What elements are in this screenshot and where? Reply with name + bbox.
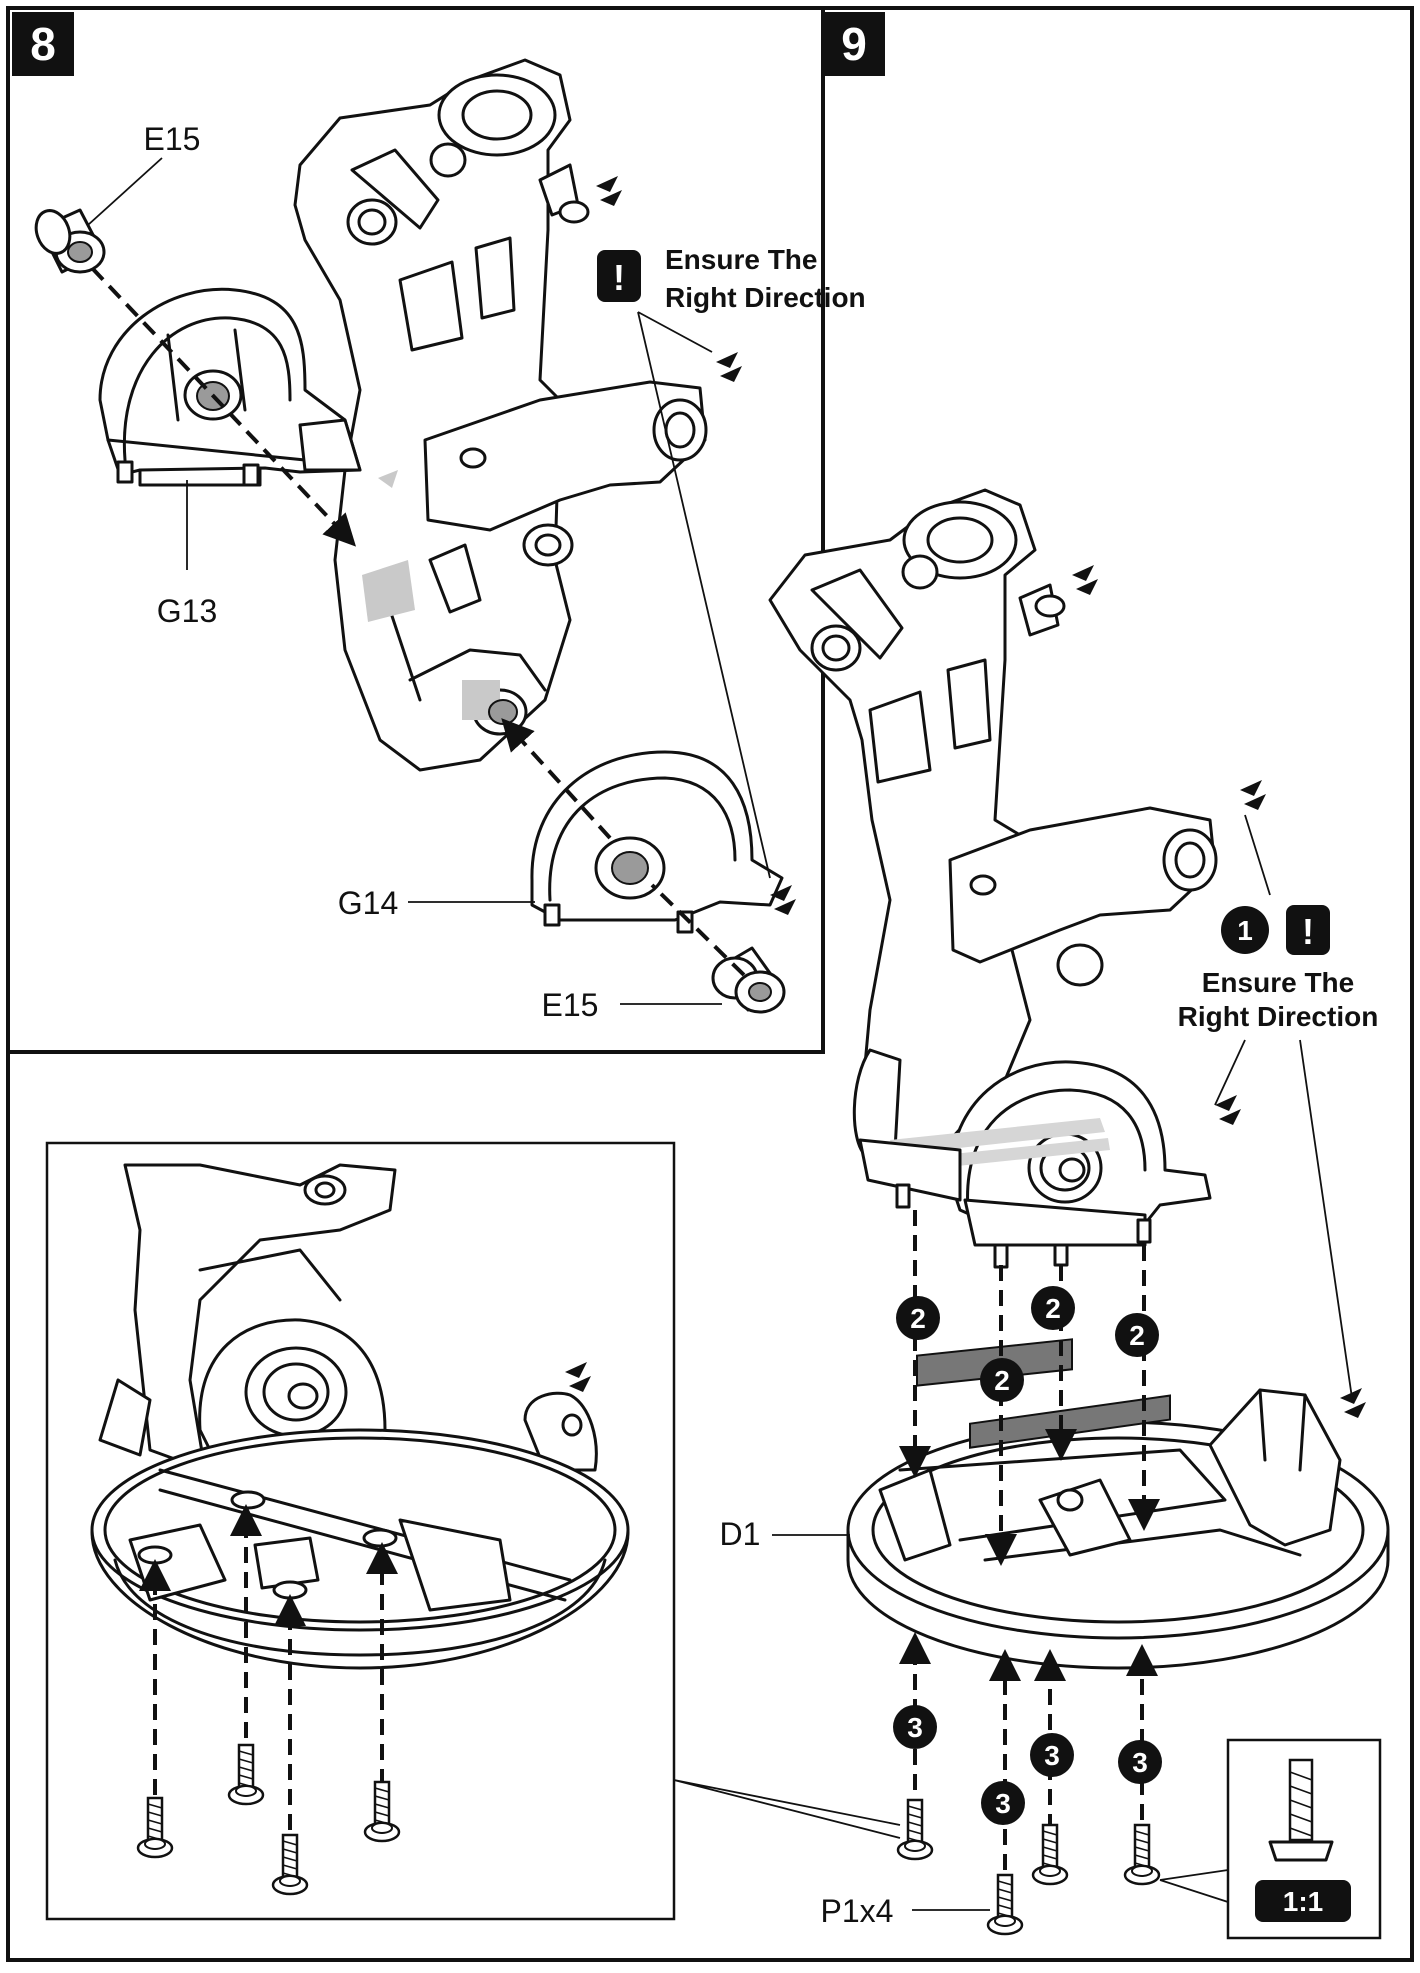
step-8-panel: 8 <box>8 6 866 1054</box>
screw-icon <box>1123 1823 1161 1886</box>
label-p1x4: P1x4 <box>821 1893 894 1929</box>
leader-warning-8 <box>637 311 713 353</box>
detail-inset-underside <box>45 1141 901 1921</box>
alignment-marker-icon <box>1240 780 1266 810</box>
svg-text:2: 2 <box>994 1365 1010 1396</box>
svg-text:2: 2 <box>910 1303 926 1334</box>
screw-icon <box>896 1798 934 1861</box>
alignment-marker-icon <box>1215 1095 1241 1125</box>
label-g13: G13 <box>157 593 217 629</box>
part-e15-top <box>34 208 106 274</box>
arm-housing-step8 <box>293 58 708 772</box>
warning-exclamation-icon <box>597 250 641 302</box>
label-d1: D1 <box>720 1516 761 1552</box>
scale-label: 1:1 <box>1283 1886 1323 1917</box>
leader-e15-top <box>87 157 163 226</box>
sequence-badges-3: 3 3 3 3 <box>893 1705 1162 1825</box>
svg-text:3: 3 <box>1132 1747 1148 1778</box>
svg-text:1: 1 <box>1237 915 1253 946</box>
warning-text-line1: Ensure The <box>665 244 817 275</box>
step-9-badge <box>823 12 885 76</box>
part-g14 <box>530 750 784 934</box>
insertion-path <box>650 883 746 977</box>
alignment-marker-icon <box>596 176 622 206</box>
sequence-badge-1 <box>1221 906 1269 954</box>
warning-text-line1: Ensure The <box>1202 967 1354 998</box>
alignment-marker-icon <box>1340 1388 1366 1418</box>
alignment-marker-icon <box>716 352 742 382</box>
insertion-arrow-icon <box>90 266 357 547</box>
screw-scale-box: 1:1 <box>1159 1738 1382 1940</box>
label-g14: G14 <box>338 885 398 921</box>
step-9-number: 9 <box>841 18 867 70</box>
warning-note-step9: 1 ! Ensure The Right Direction <box>1178 814 1379 1399</box>
screw-icon <box>986 1873 1024 1936</box>
alignment-marker-icon <box>1072 565 1098 595</box>
svg-text:!: ! <box>613 257 625 298</box>
step-8-frame <box>8 6 825 1054</box>
step-8-number: 8 <box>30 18 56 70</box>
sequence-badges-2: 2 2 2 2 <box>896 1286 1159 1402</box>
label-e15-top: E15 <box>144 121 201 157</box>
warning-exclamation-icon <box>1286 905 1330 955</box>
inset-callout-lines <box>673 1779 901 1839</box>
screw-icon <box>1031 1823 1069 1886</box>
step-9-panel: 9 <box>720 12 1390 1940</box>
warning-text-line2: Right Direction <box>1178 1001 1379 1032</box>
part-g13 <box>98 287 362 487</box>
warning-note-step8: ! Ensure The Right Direction <box>597 244 866 313</box>
assembled-arm-step9 <box>768 488 1266 1269</box>
svg-text:3: 3 <box>995 1788 1011 1819</box>
label-e15-bottom: E15 <box>542 987 599 1023</box>
step-8-badge <box>12 12 74 76</box>
svg-text:2: 2 <box>1045 1293 1061 1324</box>
svg-text:!: ! <box>1302 911 1314 952</box>
svg-text:3: 3 <box>1044 1740 1060 1771</box>
glue-area-highlight <box>362 560 415 622</box>
leader-warning-8b <box>637 311 771 879</box>
part-d1-base <box>846 1338 1390 1670</box>
warning-text-line2: Right Direction <box>665 282 866 313</box>
svg-text:3: 3 <box>907 1712 923 1743</box>
svg-text:2: 2 <box>1129 1320 1145 1351</box>
